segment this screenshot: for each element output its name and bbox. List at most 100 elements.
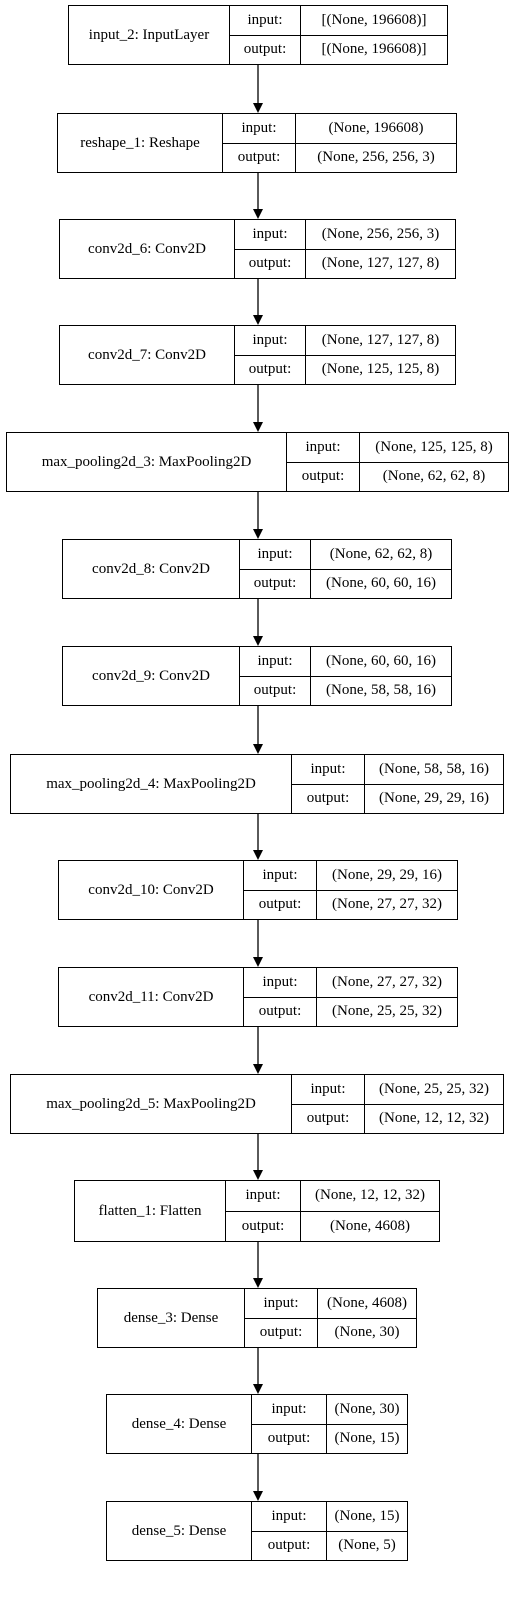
arrowhead-icon bbox=[253, 1278, 263, 1288]
input-port-label: input: bbox=[252, 1502, 326, 1532]
output-shape: (None, 12, 12, 32) bbox=[379, 1110, 489, 1127]
arrowhead-icon bbox=[253, 1384, 263, 1394]
layer-name: input_2: InputLayer bbox=[69, 6, 230, 64]
output-shape: (None, 15) bbox=[334, 1430, 400, 1447]
layer-node[interactable]: input_2: InputLayer input: output: [(Non… bbox=[68, 5, 448, 65]
arrowhead-icon bbox=[253, 957, 263, 967]
input-shape: (None, 29, 29, 16) bbox=[317, 861, 457, 891]
layer-node[interactable]: dense_5: Dense input: output: (None, 15)… bbox=[106, 1501, 408, 1561]
layer-node[interactable]: conv2d_10: Conv2D input: output: (None, … bbox=[58, 860, 458, 920]
output-shape: [(None, 196608)] bbox=[321, 41, 427, 58]
output-port-label: output: bbox=[259, 1324, 303, 1341]
output-port-label: output: bbox=[267, 1537, 311, 1554]
output-port-label: output: bbox=[243, 41, 287, 58]
layer-name: max_pooling2d_5: MaxPooling2D bbox=[11, 1075, 292, 1133]
arrowhead-icon bbox=[253, 636, 263, 646]
input-shape: (None, 30) bbox=[327, 1395, 407, 1425]
output-port-label: output: bbox=[267, 1430, 311, 1447]
layer-name: conv2d_8: Conv2D bbox=[63, 540, 240, 598]
input-port-label: input: bbox=[226, 1181, 300, 1212]
input-shape: (None, 25, 25, 32) bbox=[365, 1075, 503, 1105]
output-shape: (None, 29, 29, 16) bbox=[379, 790, 489, 807]
output-shape: (None, 60, 60, 16) bbox=[326, 575, 436, 592]
input-port-label: input: bbox=[240, 540, 310, 570]
layer-node[interactable]: max_pooling2d_3: MaxPooling2D input: out… bbox=[6, 432, 509, 492]
layer-node[interactable]: conv2d_7: Conv2D input: output: (None, 1… bbox=[59, 325, 456, 385]
input-port-label: input: bbox=[292, 1075, 364, 1105]
layer-name: conv2d_6: Conv2D bbox=[60, 220, 235, 278]
output-shape: (None, 127, 127, 8) bbox=[321, 255, 440, 272]
input-port-label: input: bbox=[230, 6, 300, 36]
input-shape: (None, 15) bbox=[327, 1502, 407, 1532]
output-port-label: output: bbox=[258, 1003, 302, 1020]
input-port-label: input: bbox=[223, 114, 295, 144]
layer-node[interactable]: conv2d_11: Conv2D input: output: (None, … bbox=[58, 967, 458, 1027]
output-port-label: output: bbox=[306, 1110, 350, 1127]
input-port-label: input: bbox=[235, 220, 305, 250]
input-shape: (None, 4608) bbox=[318, 1289, 416, 1319]
arrowhead-icon bbox=[253, 103, 263, 113]
arrowhead-icon bbox=[253, 529, 263, 539]
input-shape: (None, 60, 60, 16) bbox=[311, 647, 451, 677]
input-shape: (None, 256, 256, 3) bbox=[306, 220, 455, 250]
input-port-label: input: bbox=[240, 647, 310, 677]
output-port-label: output: bbox=[248, 361, 292, 378]
input-shape: (None, 58, 58, 16) bbox=[365, 755, 503, 785]
arrowhead-icon bbox=[253, 209, 263, 219]
arrowhead-icon bbox=[253, 1170, 263, 1180]
output-shape: (None, 125, 125, 8) bbox=[321, 361, 440, 378]
output-shape: (None, 256, 256, 3) bbox=[317, 149, 435, 166]
layer-node[interactable]: conv2d_6: Conv2D input: output: (None, 2… bbox=[59, 219, 456, 279]
layer-name: conv2d_10: Conv2D bbox=[59, 861, 244, 919]
input-port-label: input: bbox=[287, 433, 359, 463]
arrowhead-icon bbox=[253, 744, 263, 754]
layer-node[interactable]: conv2d_8: Conv2D input: output: (None, 6… bbox=[62, 539, 452, 599]
input-shape: (None, 125, 125, 8) bbox=[360, 433, 508, 463]
layer-node[interactable]: reshape_1: Reshape input: output: (None,… bbox=[57, 113, 457, 173]
arrowhead-icon bbox=[253, 1491, 263, 1501]
arrowhead-icon bbox=[253, 315, 263, 325]
output-shape: (None, 58, 58, 16) bbox=[326, 682, 436, 699]
output-port-label: output: bbox=[241, 1217, 285, 1234]
layer-name: dense_3: Dense bbox=[98, 1289, 245, 1347]
input-shape: (None, 127, 127, 8) bbox=[306, 326, 455, 356]
layer-name: conv2d_7: Conv2D bbox=[60, 326, 235, 384]
input-shape: (None, 62, 62, 8) bbox=[311, 540, 451, 570]
layer-name: conv2d_11: Conv2D bbox=[59, 968, 244, 1026]
input-shape: (None, 27, 27, 32) bbox=[317, 968, 457, 998]
input-port-label: input: bbox=[245, 1289, 317, 1319]
layer-name: max_pooling2d_3: MaxPooling2D bbox=[7, 433, 287, 491]
layer-name: conv2d_9: Conv2D bbox=[63, 647, 240, 705]
arrowhead-icon bbox=[253, 422, 263, 432]
output-port-label: output: bbox=[258, 896, 302, 913]
arrowhead-icon bbox=[253, 850, 263, 860]
layer-node[interactable]: dense_3: Dense input: output: (None, 460… bbox=[97, 1288, 417, 1348]
output-port-label: output: bbox=[253, 575, 297, 592]
output-shape: (None, 62, 62, 8) bbox=[382, 468, 486, 485]
arrowhead-icon bbox=[253, 1064, 263, 1074]
input-port-label: input: bbox=[244, 861, 316, 891]
layer-name: dense_5: Dense bbox=[107, 1502, 252, 1560]
output-port-label: output: bbox=[306, 790, 350, 807]
output-shape: (None, 5) bbox=[338, 1537, 396, 1554]
output-shape: (None, 27, 27, 32) bbox=[332, 896, 442, 913]
input-port-label: input: bbox=[235, 326, 305, 356]
layer-node[interactable]: conv2d_9: Conv2D input: output: (None, 6… bbox=[62, 646, 452, 706]
output-shape: (None, 4608) bbox=[330, 1217, 410, 1234]
layer-name: reshape_1: Reshape bbox=[58, 114, 223, 172]
layer-name: dense_4: Dense bbox=[107, 1395, 252, 1453]
input-shape: (None, 196608) bbox=[296, 114, 456, 144]
output-shape: (None, 25, 25, 32) bbox=[332, 1003, 442, 1020]
input-port-label: input: bbox=[292, 755, 364, 785]
input-shape: [(None, 196608)] bbox=[301, 6, 447, 36]
input-shape: (None, 12, 12, 32) bbox=[301, 1181, 439, 1212]
layer-node[interactable]: max_pooling2d_5: MaxPooling2D input: out… bbox=[10, 1074, 504, 1134]
output-port-label: output: bbox=[248, 255, 292, 272]
input-port-label: input: bbox=[252, 1395, 326, 1425]
layer-node[interactable]: flatten_1: Flatten input: output: (None,… bbox=[74, 1180, 440, 1242]
input-port-label: input: bbox=[244, 968, 316, 998]
layer-node[interactable]: dense_4: Dense input: output: (None, 30)… bbox=[106, 1394, 408, 1454]
layer-node[interactable]: max_pooling2d_4: MaxPooling2D input: out… bbox=[10, 754, 504, 814]
